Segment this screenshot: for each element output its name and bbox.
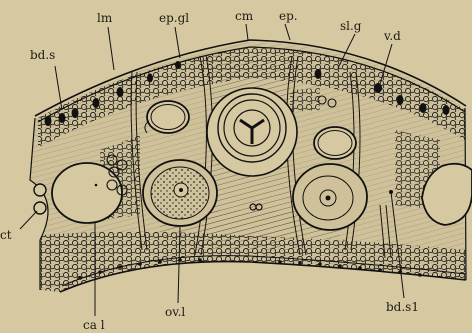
detached-cells — [34, 184, 46, 214]
label-ep: ep. — [279, 9, 298, 23]
ovum-left — [143, 160, 217, 226]
label-cm: cm — [235, 9, 254, 23]
label-lm: lm — [97, 11, 113, 25]
label-ep-gl: ep.gl — [159, 11, 189, 25]
label-ca-l: ca l — [83, 318, 105, 332]
label-ov-l: ov.l — [165, 305, 185, 319]
tubule-left — [147, 101, 189, 133]
pointer-dot — [389, 190, 393, 194]
body-cavity-left — [52, 163, 122, 223]
label-ct: ct — [0, 228, 12, 242]
central-canal — [207, 88, 297, 176]
label-bd-s1: bd.s1 — [386, 300, 419, 314]
label-sl-g: sl.g — [340, 19, 362, 33]
label-bd-s: bd.s — [30, 48, 55, 62]
ovum-right — [293, 164, 367, 230]
label-v-d: v.d — [383, 29, 401, 43]
tubule-right — [314, 127, 356, 159]
